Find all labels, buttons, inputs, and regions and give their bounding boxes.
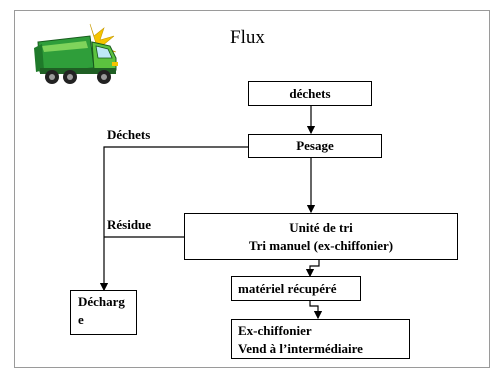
- node-materiel-label: matériel récupéré: [238, 281, 337, 296]
- node-ex-chiffonier: Ex-chiffonier Vend à l’intermédiaire: [231, 319, 410, 359]
- edge-label-residue: Résidue: [107, 217, 152, 232]
- node-unite-line1: Unité de tri: [289, 220, 353, 235]
- node-dechets-label: déchets: [289, 86, 331, 101]
- node-unite-de-tri: Unité de tri Tri manuel (ex-chiffonier): [184, 213, 458, 260]
- arrow-unite-materiel: [305, 260, 320, 278]
- node-decharge: Décharg e: [70, 290, 137, 335]
- node-exchiff-line1: Ex-chiffonier: [238, 323, 312, 338]
- node-materiel-recupere: matériel récupéré: [231, 276, 361, 301]
- node-pesage-label: Pesage: [296, 138, 334, 153]
- garbage-truck-icon: [34, 23, 118, 84]
- node-exchiff-line2: Vend à l’intermédiaire: [238, 341, 363, 356]
- edge-label-dechets: Déchets: [107, 127, 151, 142]
- node-decharge-line2: e: [78, 312, 84, 327]
- node-pesage: Pesage: [248, 134, 382, 158]
- page-title: Flux: [230, 27, 265, 48]
- node-dechets: déchets: [248, 81, 372, 106]
- node-unite-line2: Tri manuel (ex-chiffonier): [248, 238, 394, 253]
- node-decharge-line1: Décharg: [78, 294, 125, 309]
- arrow-materiel-exchiffonier: [309, 301, 323, 320]
- line-pesage-decharge: [99, 146, 248, 292]
